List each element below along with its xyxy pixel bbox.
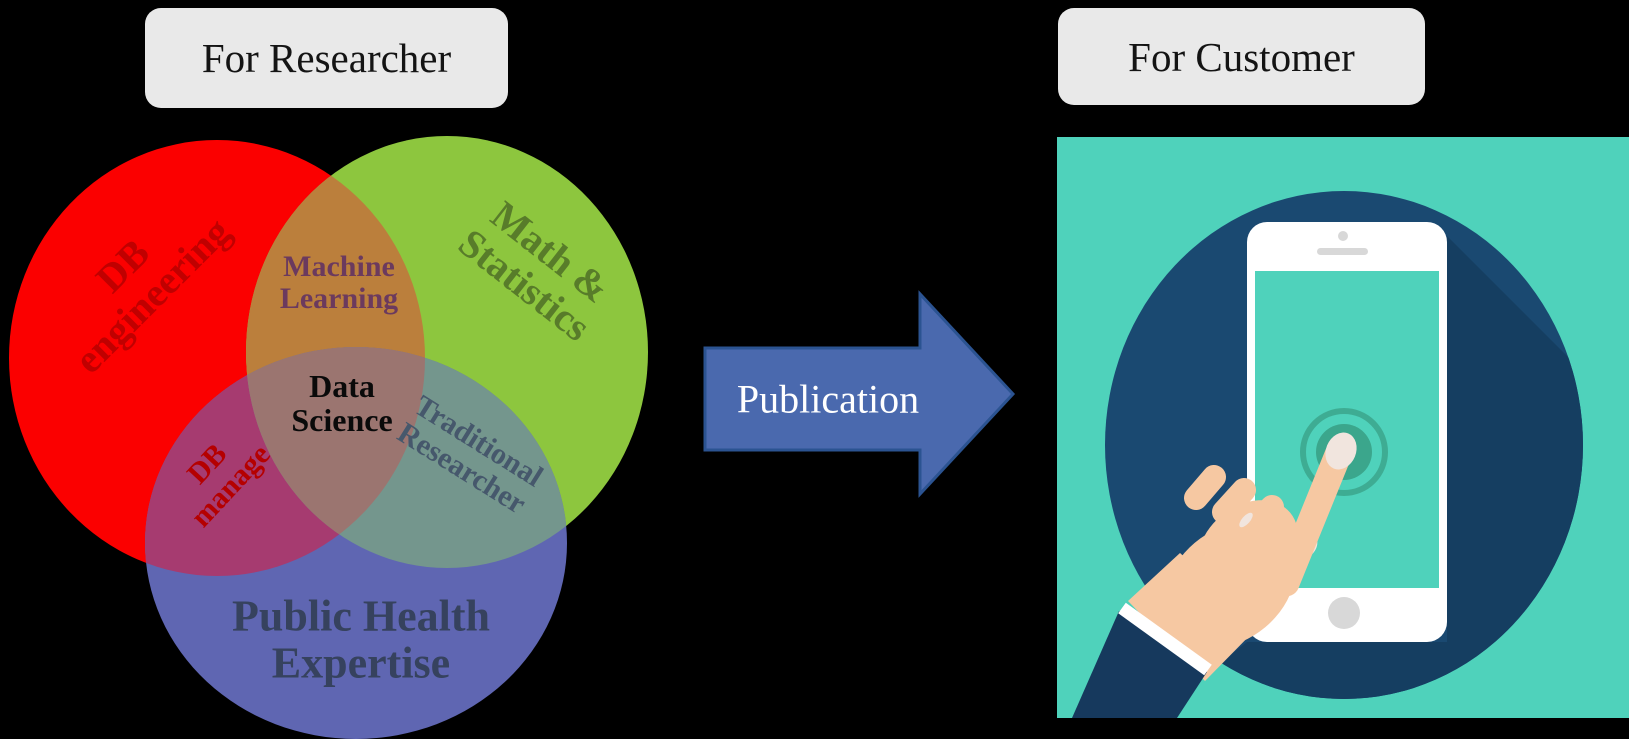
sleeve [1072, 611, 1207, 718]
for-customer-box: For Customer [1058, 8, 1425, 105]
folded-finger [1184, 465, 1226, 510]
for-researcher-box: For Researcher [145, 8, 508, 108]
for-customer-label: For Customer [1128, 33, 1355, 80]
publication-label: Publication [736, 376, 920, 422]
publication-arrow [703, 290, 1016, 498]
camera-dot-icon [1338, 231, 1348, 241]
speaker-bar-icon [1317, 248, 1368, 255]
for-researcher-label: For Researcher [201, 35, 452, 81]
folded-finger [1240, 495, 1284, 540]
venn-label-data-science: Data Science [291, 368, 393, 438]
venn-label-machine-learning: Machine Learning [279, 250, 399, 315]
venn-diagram [9, 136, 648, 739]
fingertip-nail [1325, 432, 1357, 470]
arrow-shape [703, 290, 1016, 498]
phone-touch-illustration [1057, 137, 1629, 718]
phone-shadow [1195, 236, 1583, 699]
folded-finger [1212, 478, 1256, 524]
finger-nail [1239, 512, 1253, 528]
venn-label-public-health: Public Health Expertise [232, 591, 490, 687]
cuff [1118, 602, 1212, 676]
palm-upper [1197, 500, 1299, 596]
hand-icon [1072, 432, 1357, 718]
index-finger [1272, 441, 1352, 597]
touch-ripple-outer [1300, 408, 1388, 496]
home-button-icon [1328, 597, 1360, 629]
